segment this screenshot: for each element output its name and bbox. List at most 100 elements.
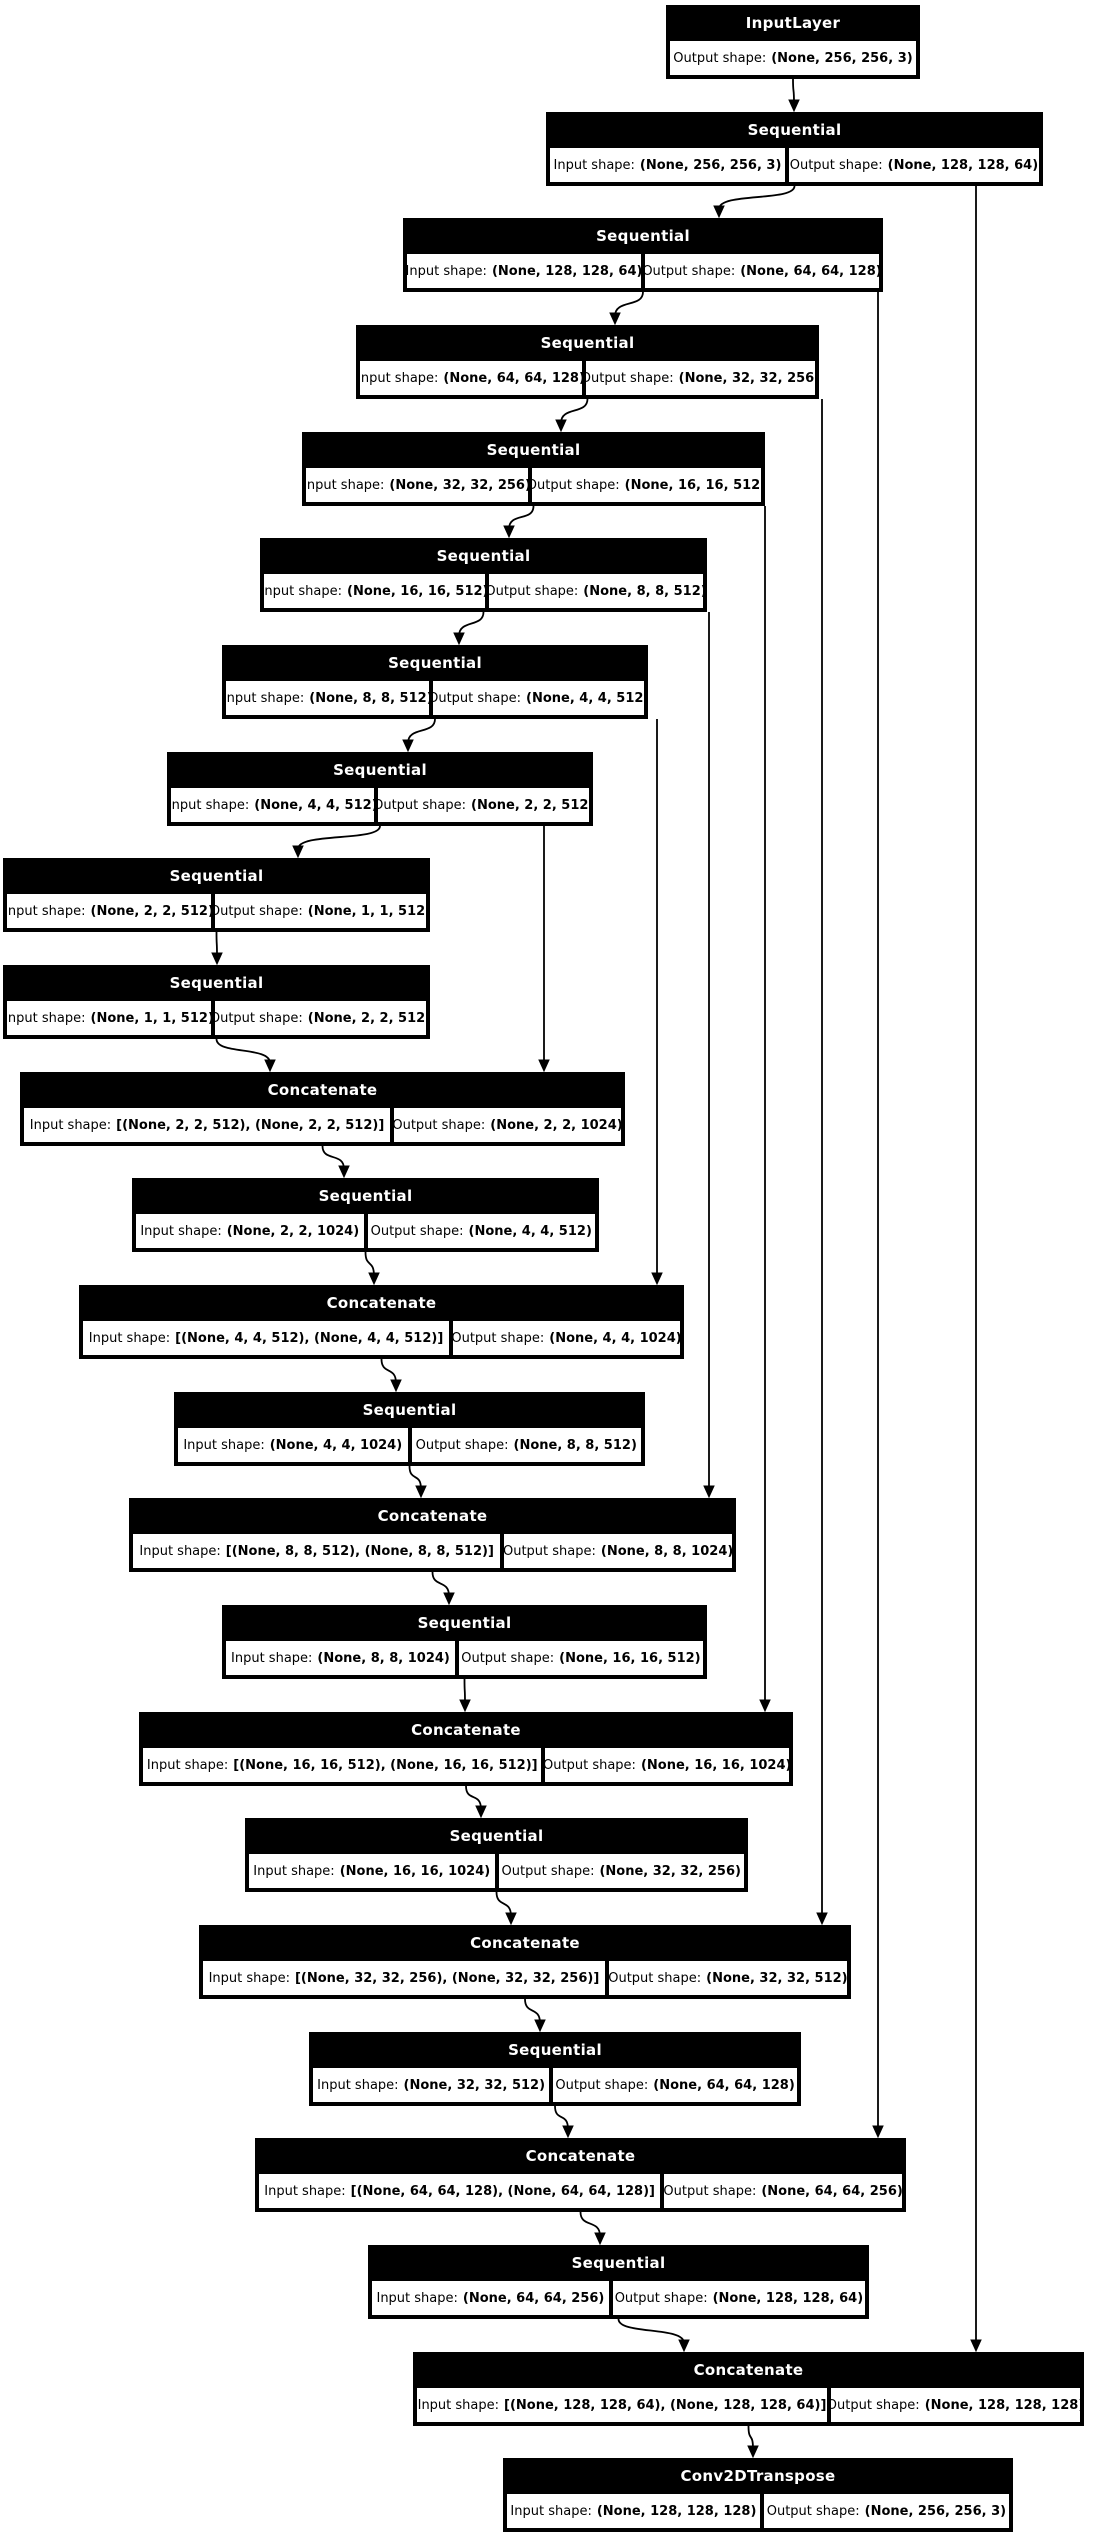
layer-node-sequential-22: Sequential Input shape: (None, 64, 64, 2… xyxy=(368,2245,869,2319)
input-shape-value: (None, 128, 128, 64) xyxy=(491,263,641,279)
input-shape-value: (None, 4, 4, 512) xyxy=(254,797,375,813)
layer-type-label: Concatenate xyxy=(525,2147,636,2165)
input-shape-prefix: Input shape: xyxy=(140,1223,222,1239)
edge-1-to-2 xyxy=(792,78,795,104)
input-shape-cell: Input shape: (None, 16, 16, 1024) xyxy=(249,1854,495,1888)
layer-type-label: Sequential xyxy=(540,334,635,352)
input-shape-cell: Input shape: (None, 8, 8, 512) xyxy=(226,681,430,715)
output-shape-value: (None, 32, 32, 256) xyxy=(678,370,815,386)
layer-type-label: Concatenate xyxy=(326,1294,437,1312)
output-shape-value: (None, 64, 64, 128) xyxy=(653,2077,795,2093)
layer-node-sequential-10: Sequential Input shape: (None, 1, 1, 512… xyxy=(3,965,430,1039)
layer-shape-cells: Input shape: (None, 16, 16, 1024) Output… xyxy=(249,1854,744,1888)
layer-type-label: Concatenate xyxy=(411,1721,521,1739)
output-shape-cell: Output shape: (None, 16, 16, 512) xyxy=(531,468,761,502)
layer-shape-cells: Input shape: (None, 32, 32, 512) Output … xyxy=(313,2068,797,2102)
output-shape-cell: Output shape: (None, 128, 128, 64) xyxy=(612,2281,865,2315)
layer-shape-cells: Input shape: (None, 64, 64, 256) Output … xyxy=(372,2281,865,2315)
output-shape-prefix: Output shape: xyxy=(614,2290,708,2306)
input-shape-value: (None, 4, 4, 1024) xyxy=(269,1437,403,1453)
layer-type-label: Concatenate xyxy=(377,1507,488,1525)
output-shape-prefix: Output shape: xyxy=(370,1223,464,1239)
edge-6-to-7 xyxy=(458,611,485,637)
output-shape-value: (None, 32, 32, 512) xyxy=(706,1970,847,1986)
input-shape-cell: Input shape: (None, 128, 128, 64) xyxy=(407,254,641,288)
input-shape-prefix: Input shape: xyxy=(360,370,439,386)
output-shape-prefix: Output shape: xyxy=(555,2077,649,2093)
input-shape-prefix: Input shape: xyxy=(417,2397,500,2413)
input-shape-prefix: Input shape: xyxy=(7,903,86,919)
layer-node-concatenate-19: Concatenate Input shape: [(None, 32, 32,… xyxy=(199,1925,851,1999)
output-shape-value: (None, 16, 16, 512) xyxy=(624,477,761,493)
input-shape-prefix: Input shape: xyxy=(29,1117,112,1133)
edge-7-to-8 xyxy=(407,718,436,744)
layer-shape-cells: Input shape: [(None, 64, 64, 128), (None… xyxy=(259,2174,902,2208)
output-shape-cell: Output shape: (None, 2, 2, 1024) xyxy=(394,1108,621,1142)
output-shape-cell: Output shape: (None, 16, 16, 512) xyxy=(458,1641,703,1675)
output-shape-value: (None, 2, 2, 1024) xyxy=(490,1117,621,1133)
layer-node-concatenate-23: Concatenate Input shape: [(None, 128, 12… xyxy=(413,2352,1084,2426)
layer-node-sequential-20: Sequential Input shape: (None, 32, 32, 5… xyxy=(309,2032,801,2106)
input-shape-value: (None, 1, 1, 512) xyxy=(90,1010,211,1026)
input-shape-value: (None, 64, 64, 128) xyxy=(443,370,582,386)
layer-node-sequential-2: Sequential Input shape: (None, 256, 256,… xyxy=(546,112,1043,186)
edge-14-to-15 xyxy=(408,1465,422,1490)
layer-shape-cells: Input shape: [(None, 16, 16, 512), (None… xyxy=(143,1748,789,1782)
layer-type-label: Sequential xyxy=(388,654,482,672)
input-shape-value: (None, 2, 2, 512) xyxy=(90,903,211,919)
input-shape-value: [(None, 64, 64, 128), (None, 64, 64, 128… xyxy=(350,2183,655,2199)
output-shape-prefix: Output shape: xyxy=(831,2397,920,2413)
layer-type-label: Sequential xyxy=(169,974,264,992)
edge-3-to-4 xyxy=(614,291,644,317)
layer-type-label: Concatenate xyxy=(693,2361,804,2379)
input-shape-cell: Input shape: (None, 1, 1, 512) xyxy=(7,1001,211,1035)
input-shape-value: (None, 64, 64, 256) xyxy=(462,2290,605,2306)
input-shape-value: (None, 8, 8, 512) xyxy=(309,690,430,706)
layer-type-label: Sequential xyxy=(596,227,690,245)
edge-13-to-14 xyxy=(380,1358,397,1384)
layer-node-sequential-7: Sequential Input shape: (None, 8, 8, 512… xyxy=(222,645,648,719)
input-shape-cell: Input shape: (None, 128, 128, 128) xyxy=(507,2494,760,2528)
edge-17-to-18 xyxy=(465,1785,482,1810)
input-shape-cell: Input shape: [(None, 4, 4, 512), (None, … xyxy=(83,1321,450,1355)
edge-9-to-10 xyxy=(215,931,218,957)
output-shape-cell: Output shape: (None, 1, 1, 512) xyxy=(214,894,426,928)
output-shape-cell: Output shape: (None, 128, 128, 64) xyxy=(788,148,1039,182)
layer-shape-cells: Input shape: (None, 64, 64, 128) Output … xyxy=(360,361,815,395)
edge-22-to-23 xyxy=(617,2318,685,2344)
input-shape-value: (None, 256, 256, 3) xyxy=(639,157,782,173)
input-shape-cell: Input shape: (None, 64, 64, 256) xyxy=(372,2281,609,2315)
layer-shape-cells: Input shape: (None, 1, 1, 512) Output sh… xyxy=(7,1001,426,1035)
layer-type-label: Sequential xyxy=(362,1401,457,1419)
edge-12-to-13 xyxy=(364,1251,375,1277)
input-shape-prefix: Input shape: xyxy=(146,1757,229,1773)
output-shape-cell: Output shape: (None, 64, 64, 128) xyxy=(553,2068,797,2102)
layer-node-sequential-6: Sequential Input shape: (None, 16, 16, 5… xyxy=(260,538,707,612)
layer-node-inputlayer-1: InputLayer Output shape: (None, 256, 256… xyxy=(666,5,920,79)
edge-8-to-9 xyxy=(297,825,381,850)
layer-node-conv2dtranspose-24: Conv2DTranspose Input shape: (None, 128,… xyxy=(503,2458,1013,2532)
output-shape-prefix: Output shape: xyxy=(608,1970,702,1986)
input-shape-value: [(None, 2, 2, 512), (None, 2, 2, 512)] xyxy=(116,1117,385,1133)
output-shape-value: (None, 128, 128, 128) xyxy=(924,2397,1080,2413)
input-shape-prefix: Input shape: xyxy=(226,690,305,706)
layer-type-label: Sequential xyxy=(449,1827,544,1845)
edge-20-to-21 xyxy=(554,2105,569,2130)
layer-shape-cells: Input shape: (None, 2, 2, 1024) Output s… xyxy=(136,1214,595,1248)
input-shape-prefix: Input shape: xyxy=(264,2183,346,2199)
output-shape-cell: Output shape: (None, 16, 16, 1024) xyxy=(545,1748,789,1782)
edge-23-to-24 xyxy=(747,2425,754,2450)
layer-node-sequential-16: Sequential Input shape: (None, 8, 8, 102… xyxy=(222,1605,707,1679)
layer-type-label: Concatenate xyxy=(267,1081,378,1099)
output-shape-cell: Output shape: (None, 64, 64, 128) xyxy=(645,254,879,288)
output-shape-prefix: Output shape: xyxy=(461,1650,555,1666)
layer-node-sequential-5: Sequential Input shape: (None, 32, 32, 2… xyxy=(302,432,765,506)
input-shape-cell: Input shape: (None, 2, 2, 512) xyxy=(7,894,211,928)
output-shape-cell: Output shape: (None, 4, 4, 512) xyxy=(433,681,644,715)
output-shape-value: (None, 128, 128, 64) xyxy=(712,2290,864,2306)
output-shape-value: (None, 2, 2, 512) xyxy=(307,1010,426,1026)
layer-node-sequential-9: Sequential Input shape: (None, 2, 2, 512… xyxy=(3,858,430,932)
layer-shape-cells: Output shape: (None, 256, 256, 3) xyxy=(670,41,916,75)
layer-type-label: Sequential xyxy=(436,547,531,565)
input-shape-prefix: Input shape: xyxy=(376,2290,458,2306)
